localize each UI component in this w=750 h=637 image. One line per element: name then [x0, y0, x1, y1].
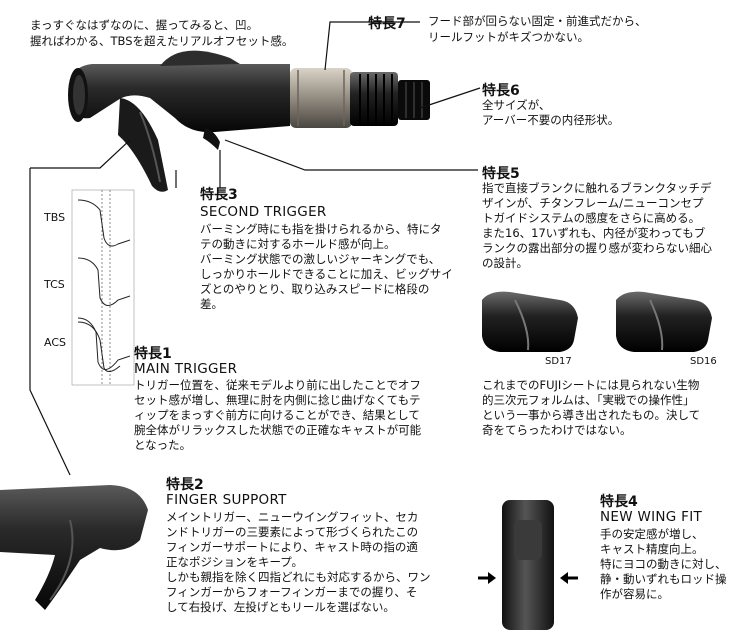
feature-3-subtitle: SECOND TRIGGER: [200, 204, 327, 220]
feature-2-title: 特長2: [166, 477, 204, 493]
feature-1-title: 特長1: [134, 346, 172, 362]
feature-1-subtitle: MAIN TRIGGER: [134, 361, 238, 377]
feature-2-line-2: ンドトリガーの三要素によって形づくられたこの: [166, 525, 419, 539]
feature-3-line-2: テの動きに対するホールド感が向上。: [200, 237, 396, 251]
leader-lines: [29, 21, 481, 476]
fuji-line-4: 奇をてらったわけではない。: [482, 423, 632, 437]
feature-3-line-1: バーミング時にも指を掛けられるから、特にタ: [200, 222, 442, 236]
sd17-label: SD17: [545, 356, 572, 367]
feature-4-title: 特長4: [600, 494, 638, 510]
feature-4-line-4: 静・動いずれもロッド操: [600, 572, 727, 586]
feature-5-line-5: ランクの露出部分の握り感が変わらない細心: [482, 241, 712, 255]
feature-7-line-1: フード部が回らない固定・前進式だから、: [428, 14, 647, 28]
feature-7-line-2: リールフットがキズつかない。: [428, 30, 589, 44]
feature-1-line-2: セット感が増し、無理に肘を内側に捻じ曲げなくてもテ: [134, 393, 421, 407]
feature-6-line-2: アーバー不要の内径形状。: [482, 113, 620, 127]
feature-3-line-6: 差。: [200, 297, 223, 311]
feature-2-line-5: しかも親指を除く四指どれにも対応するから、ワン: [166, 570, 431, 584]
feature-4-line-3: 特にヨコの動きに対し、: [600, 557, 727, 571]
feature-1-line-3: ィップをまっすぐ前方に向けることができ、結果として: [134, 408, 420, 422]
feature-5-line-2: ザインが、チタンフレーム/ニューコンセプ: [482, 196, 704, 210]
feature-2-line-3: フィンガーサポートにより、キャスト時の指の適: [166, 540, 418, 554]
feature-1-line-1: トリガー位置を、従来モデルより前に出したことでオフ: [134, 378, 421, 392]
sd17-image: [482, 291, 578, 352]
feature-4-line-1: 手の安定感が増し、: [600, 527, 704, 541]
feature-1-line-5: となった。: [134, 438, 192, 452]
fuji-line-3: という一事から導き出されたもの。決して: [482, 408, 701, 422]
feature-2-subtitle: FINGER SUPPORT: [166, 492, 287, 508]
intro-line-2: 握ればわかる、TBSを超えたリアルオフセット感。: [30, 34, 294, 48]
acs-label: ACS: [44, 336, 66, 349]
feature-4-line-5: 作が容易に。: [600, 587, 669, 601]
sd16-image: [616, 291, 712, 352]
sd16-label: SD16: [690, 356, 717, 367]
feature-3-line-4: しっかりホールドできることに加え、ビッグサイ: [200, 267, 453, 281]
tbs-label: TBS: [44, 211, 66, 224]
wing-fit-image: [478, 500, 578, 630]
feature-5-line-1: 指で直接ブランクに触れるブランクタッチデ: [482, 181, 712, 195]
feature-4-subtitle: NEW WING FIT: [600, 509, 703, 525]
feature-3-line-5: ズとのやりとり、取り込みスピードに格段の: [200, 282, 430, 296]
feature-6-title: 特長6: [482, 83, 520, 99]
profile-comparison: [71, 189, 135, 386]
feature-3-line-3: バーミング状態での激しいジャーキングでも、: [200, 252, 441, 266]
fuji-line-1: これまでのFUJIシートには見られない生物: [482, 378, 700, 392]
feature-6-line-1: 全サイズが、: [482, 98, 551, 112]
feature-2-line-7: して右投げ、左投げともリールを選ばない。: [166, 600, 395, 614]
feature-5-line-6: の設計。: [482, 256, 528, 270]
feature-2-line-6: フィンガーからフォーフィンガーまでの握り、そ: [166, 585, 418, 599]
tcs-label: TCS: [44, 278, 65, 291]
feature-2-line-1: メイントリガー、ニューウイングフィット、セカ: [166, 510, 419, 524]
feature-7-title: 特長7: [368, 16, 406, 32]
finger-support-image: [0, 485, 148, 610]
intro-line-1: まっすぐなはずなのに、握ってみると、凹。: [30, 18, 259, 32]
reel-seat-image: [68, 50, 430, 192]
feature-5-title: 特長5: [482, 166, 520, 182]
feature-2-line-4: 正なポジションをキープ。: [166, 555, 303, 569]
fuji-line-2: 的三次元フォルムは、「実戦での操作性」: [482, 393, 695, 407]
feature-5-line-3: トガイドシステムの感度をさらに高める。: [482, 211, 701, 225]
feature-4-line-2: キャスト精度向上。: [600, 542, 704, 556]
feature-1-line-4: 腕全体がリラックスした状態での正確なキャストが可能: [134, 423, 422, 437]
feature-5-line-4: また16、17いずれも、内径が変わってもブ: [482, 226, 706, 240]
feature-3-title: 特長3: [200, 187, 238, 203]
